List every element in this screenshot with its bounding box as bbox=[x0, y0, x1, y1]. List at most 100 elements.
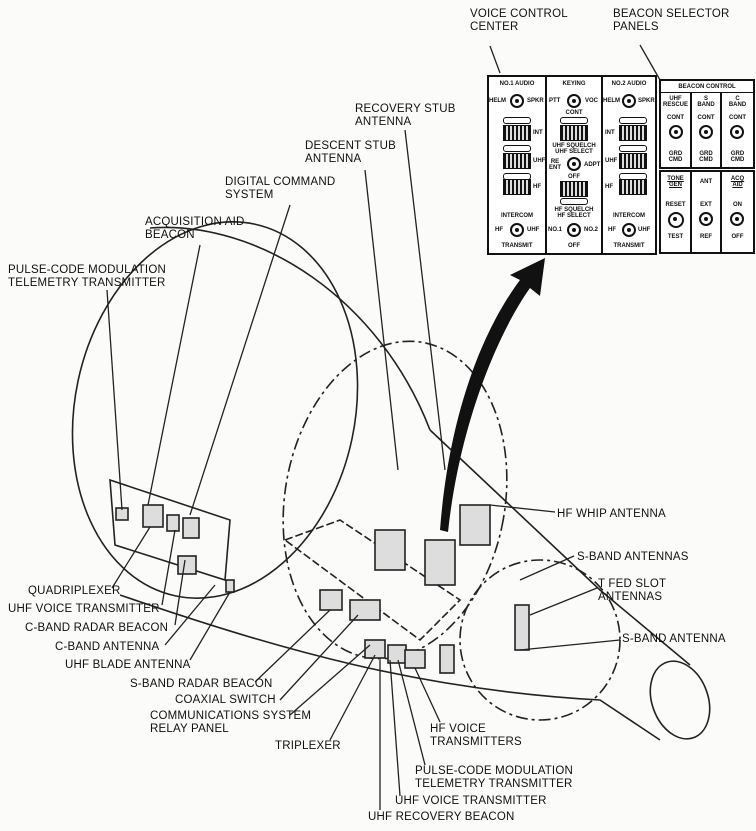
s-band-toggle[interactable] bbox=[699, 125, 713, 139]
cont-label-3: CONT bbox=[729, 115, 746, 121]
label-pcm-telemetry-top: PULSE-CODE MODULATION TELEMETRY TRANSMIT… bbox=[8, 264, 166, 289]
label-uhf-voice-transmitter-bottom: UHF VOICE TRANSMITTER bbox=[395, 795, 547, 807]
helm-label: HELM bbox=[489, 98, 506, 104]
grd-cmd-label-1: GRD CMD bbox=[668, 151, 683, 163]
helm2-label: HELM bbox=[603, 98, 620, 104]
hf-off-label: OFF bbox=[568, 243, 580, 249]
keying-toggle[interactable] bbox=[567, 94, 581, 108]
intercom-toggle-2[interactable] bbox=[622, 223, 636, 237]
c-band-column: C BAND CONT GRD CMD bbox=[722, 93, 753, 167]
int-volume-wheel-2[interactable] bbox=[619, 125, 647, 141]
ant-toggle[interactable] bbox=[699, 212, 713, 226]
beacon-control-title: BEACON CONTROL bbox=[661, 84, 753, 93]
acq-aid-label: ACQ AID bbox=[730, 176, 745, 188]
uhf-rescue-label: UHF RESCUE bbox=[662, 96, 688, 108]
label-comm-relay-panel: COMMUNICATIONS SYSTEM RELAY PANEL bbox=[150, 710, 312, 735]
cont-label: CONT bbox=[565, 110, 583, 116]
keying-column: KEYING PTT VOC CONT UHF SQUELCH UHF SELE… bbox=[547, 77, 603, 253]
no2-audio-column: NO.2 AUDIO HELM SPKR INT UHF HF INTERCOM… bbox=[603, 77, 655, 253]
ant-label: ANT bbox=[699, 179, 713, 185]
acq-aid-toggle[interactable] bbox=[730, 212, 744, 226]
uhf-volume-wheel-2[interactable] bbox=[619, 153, 647, 169]
label-c-band-radar-beacon: C-BAND RADAR BEACON bbox=[25, 622, 169, 634]
int-label: INT bbox=[533, 130, 543, 136]
uhf-volume-wheel[interactable] bbox=[503, 153, 531, 169]
no1-audio-label: NO.1 AUDIO bbox=[499, 81, 535, 87]
helm-spkr-toggle-2[interactable] bbox=[622, 94, 636, 108]
ref-label: REF bbox=[700, 234, 712, 240]
equipment-boxes bbox=[115, 504, 530, 674]
hf-squelch-label: HF SQUELCH HF SELECT bbox=[554, 207, 594, 219]
hf-squelch-wheel[interactable] bbox=[560, 181, 588, 197]
label-beacon-selector-panels: BEACON SELECTOR PANELS bbox=[613, 8, 730, 33]
beacon-aux-panel: TONE GEN RESET TEST ANT EXT REF ACQ AID … bbox=[659, 170, 755, 254]
hf-volume-wheel-2[interactable] bbox=[619, 179, 647, 195]
uhf-off-label: OFF bbox=[568, 174, 580, 180]
transmit-label: TRANSMIT bbox=[501, 243, 533, 249]
acq-aid-column: ACQ AID ON OFF bbox=[722, 172, 753, 252]
re-ent-label: RE ENT bbox=[549, 159, 561, 171]
intercom-label: INTERCOM bbox=[501, 213, 533, 219]
label-uhf-voice-transmitter-left: UHF VOICE TRANSMITTER bbox=[8, 603, 160, 615]
ptt-label: PTT bbox=[549, 98, 561, 104]
uhf-rescue-toggle[interactable] bbox=[669, 125, 683, 139]
on-label: ON bbox=[733, 202, 742, 208]
uhf-squelch-label: UHF SQUELCH UHF SELECT bbox=[552, 143, 596, 155]
spkr2-label: SPKR bbox=[638, 98, 655, 104]
s-band-column: S BAND CONT GRD CMD bbox=[692, 93, 722, 167]
voice-control-panel: NO.1 AUDIO HELM SPKR INT UHF HF INTERCOM… bbox=[487, 75, 657, 255]
label-hf-whip-antenna: HF WHIP ANTENNA bbox=[557, 508, 666, 520]
s-band-label: S BAND bbox=[697, 96, 715, 108]
label-s-band-antenna: S-BAND ANTENNA bbox=[622, 633, 726, 645]
cont-label-2: CONT bbox=[697, 115, 715, 121]
acq-off-label: OFF bbox=[731, 234, 744, 240]
uhf-select-toggle[interactable] bbox=[567, 157, 581, 171]
hf-select-toggle[interactable] bbox=[567, 223, 581, 237]
intercom-hf-label: HF bbox=[495, 227, 503, 233]
label-descent-stub-antenna: DESCENT STUB ANTENNA bbox=[305, 140, 397, 165]
leader-lines bbox=[106, 44, 661, 810]
uhf-rescue-column: UHF RESCUE CONT GRD CMD bbox=[661, 93, 692, 167]
tone-reset-test-button[interactable] bbox=[668, 212, 684, 228]
no2-audio-label: NO.2 AUDIO bbox=[611, 81, 647, 87]
label-uhf-recovery-beacon: UHF RECOVERY BEACON bbox=[368, 811, 515, 823]
intercom2-hf-label: HF bbox=[608, 227, 616, 233]
pointer-arrow bbox=[440, 258, 545, 532]
label-coaxial-switch: COAXIAL SWITCH bbox=[175, 694, 276, 706]
ant-column: ANT EXT REF bbox=[692, 172, 722, 252]
intercom-uhf-label: UHF bbox=[527, 227, 540, 233]
no2-label: NO.2 bbox=[584, 227, 599, 233]
transmit2-label: TRANSMIT bbox=[613, 243, 645, 249]
int-volume-wheel[interactable] bbox=[503, 125, 531, 141]
ext-label: EXT bbox=[700, 202, 712, 208]
grd-cmd-label-3: GRD CMD bbox=[730, 151, 745, 163]
helm-spkr-toggle[interactable] bbox=[510, 94, 524, 108]
uhf-label: UHF bbox=[533, 158, 546, 164]
tone-gen-label: TONE GEN bbox=[667, 176, 684, 188]
grd-cmd-label-2: GRD CMD bbox=[699, 151, 713, 163]
spkr-label: SPKR bbox=[527, 98, 544, 104]
test-label: TEST bbox=[667, 234, 684, 240]
no1-label: NO.1 bbox=[548, 227, 563, 233]
label-recovery-stub-antenna: RECOVERY STUB ANTENNA bbox=[355, 103, 456, 128]
keying-label: KEYING bbox=[562, 81, 586, 87]
c-band-toggle[interactable] bbox=[730, 125, 744, 139]
label-uhf-blade-antenna: UHF BLADE ANTENNA bbox=[65, 659, 191, 671]
voc-label: VOC bbox=[585, 98, 599, 104]
hf-volume-wheel[interactable] bbox=[503, 179, 531, 195]
tone-gen-column: TONE GEN RESET TEST bbox=[661, 172, 692, 252]
label-pcm-telemetry-bottom: PULSE-CODE MODULATION TELEMETRY TRANSMIT… bbox=[415, 765, 573, 790]
label-acquisition-aid-beacon: ACQUISITION AID BEACON bbox=[145, 216, 245, 241]
uhf-squelch-wheel[interactable] bbox=[560, 125, 588, 141]
label-hf-voice-transmitters: HF VOICE TRANSMITTERS bbox=[430, 723, 522, 748]
label-s-band-radar-beacon: S-BAND RADAR BEACON bbox=[130, 678, 273, 690]
label-t-fed-slot-antennas: T FED SLOT ANTENNAS bbox=[598, 578, 667, 603]
cont-label-1: CONT bbox=[667, 115, 684, 121]
hf-label: HF bbox=[533, 184, 541, 190]
label-s-band-antennas: S-BAND ANTENNAS bbox=[577, 551, 689, 563]
int2-label: INT bbox=[605, 130, 615, 136]
reset-label: RESET bbox=[665, 202, 686, 208]
intercom-toggle[interactable] bbox=[510, 223, 524, 237]
